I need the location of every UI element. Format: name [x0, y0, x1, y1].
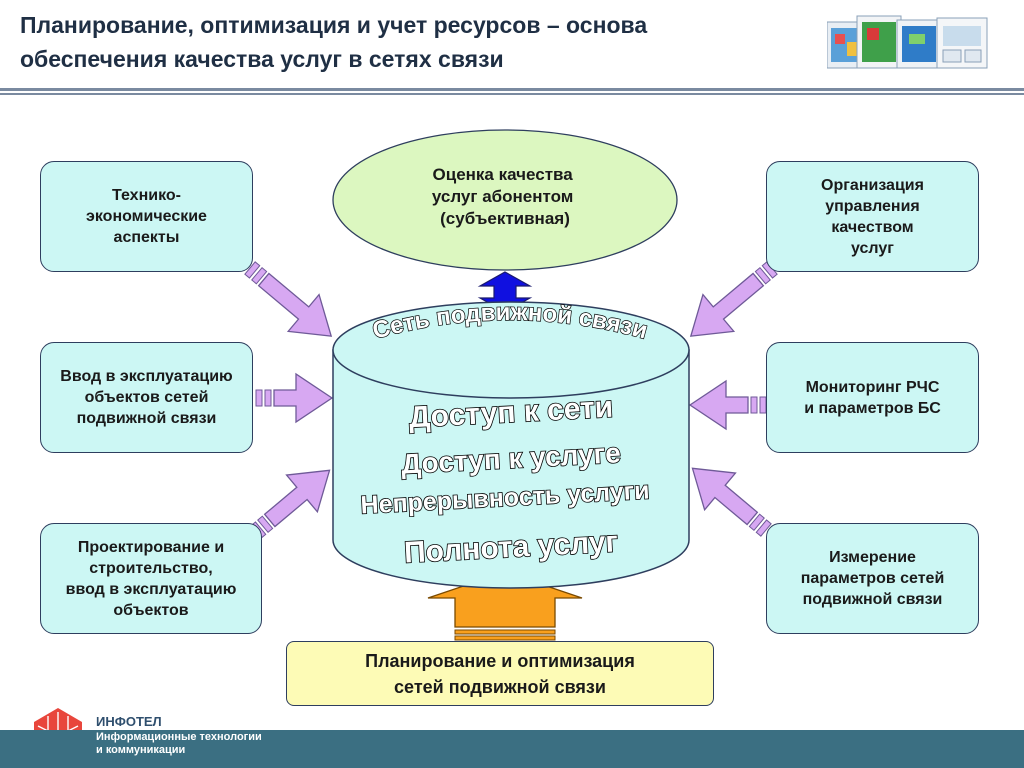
- box-commissioning: Ввод в эксплуатацию объектов сетей подви…: [40, 342, 253, 453]
- box-design-construction: Проектирование и строительство, ввод в э…: [40, 523, 262, 634]
- arrow-left-top: [244, 261, 333, 337]
- footer-tagline: Информационные технологии и коммуникации: [96, 731, 262, 756]
- footer-brand: ИНФОТЕЛ: [96, 714, 162, 729]
- footer-bar: [0, 730, 1024, 768]
- box-quality-management: Организация управления качеством услуг: [766, 161, 979, 272]
- network-cylinder: [332, 301, 690, 589]
- quality-assessment-ellipse: [332, 129, 678, 271]
- header-divider: [0, 88, 1024, 91]
- arrow-right-middle: [688, 379, 767, 431]
- arrow-left-middle: [255, 372, 334, 424]
- slide-title: Планирование, оптимизация и учет ресурсо…: [20, 12, 648, 72]
- header-divider-thin: [0, 93, 1024, 95]
- box-network-measurement: Измерение параметров сетей подвижной свя…: [766, 523, 979, 634]
- box-techno-economic: Технико- экономические аспекты: [40, 161, 253, 272]
- software-screenshots-icon: [827, 15, 988, 69]
- ellipse-label: Оценка качества услуг абонентом (субъект…: [432, 165, 578, 228]
- box-spectrum-monitoring: Мониторинг РЧС и параметров БС: [766, 342, 979, 453]
- arrow-right-bottom: [691, 467, 772, 537]
- arrow-right-top: [689, 261, 778, 337]
- box-planning-optimization: Планирование и оптимизация сетей подвижн…: [286, 641, 714, 706]
